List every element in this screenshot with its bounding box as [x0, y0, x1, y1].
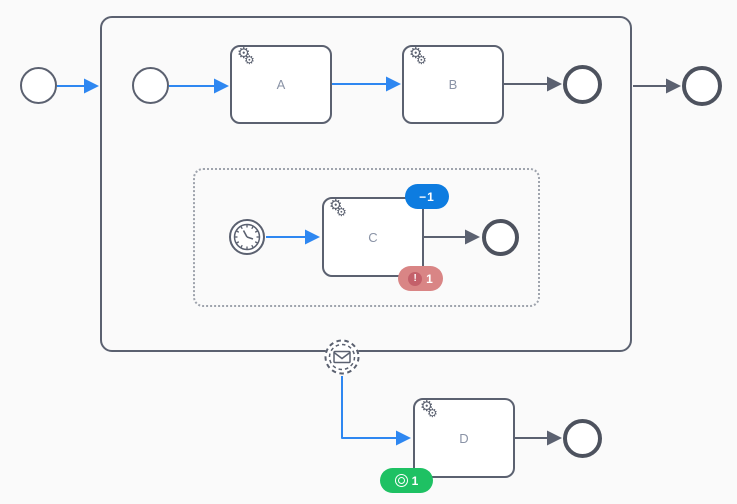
- message-boundary-event[interactable]: [322, 337, 362, 377]
- group-box[interactable]: [193, 168, 540, 307]
- bullseye-icon: [394, 474, 408, 487]
- incident-badge: ! 1: [398, 266, 443, 291]
- completed-tokens-badge: 1: [380, 468, 433, 493]
- timer-start-event[interactable]: [228, 218, 266, 256]
- subprocess-container[interactable]: [100, 16, 632, 352]
- end-event-subprocess[interactable]: [563, 65, 602, 104]
- service-task-gears-icon: ⚙ ⚙: [329, 197, 347, 219]
- active-tokens-count: −1: [419, 189, 435, 204]
- end-event-after-d[interactable]: [563, 419, 602, 458]
- end-event-group[interactable]: [482, 219, 519, 256]
- task-c-label: C: [368, 229, 378, 245]
- clock-icon: [234, 224, 260, 250]
- completed-count: 1: [411, 473, 419, 488]
- service-task-gears-icon: ⚙ ⚙: [420, 398, 438, 420]
- task-a[interactable]: ⚙ ⚙ A: [230, 45, 332, 124]
- task-b[interactable]: ⚙ ⚙ B: [402, 45, 504, 124]
- end-event-main[interactable]: [682, 66, 722, 106]
- start-event-main[interactable]: [20, 67, 57, 104]
- task-d-label: D: [459, 430, 469, 446]
- active-tokens-badge: −1: [405, 184, 449, 209]
- start-event-subprocess[interactable]: [132, 67, 169, 104]
- incident-count: 1: [426, 271, 433, 286]
- flow-boundary-to-task-d[interactable]: [341, 376, 411, 446]
- task-b-label: B: [448, 77, 458, 92]
- task-a-label: A: [276, 77, 286, 92]
- exclamation-icon: !: [408, 271, 423, 286]
- service-task-gears-icon: ⚙ ⚙: [409, 45, 427, 67]
- task-d[interactable]: ⚙ ⚙ D: [413, 398, 515, 478]
- task-c[interactable]: ⚙ ⚙ C: [322, 197, 424, 277]
- service-task-gears-icon: ⚙ ⚙: [237, 45, 255, 67]
- envelope-icon: [333, 350, 351, 364]
